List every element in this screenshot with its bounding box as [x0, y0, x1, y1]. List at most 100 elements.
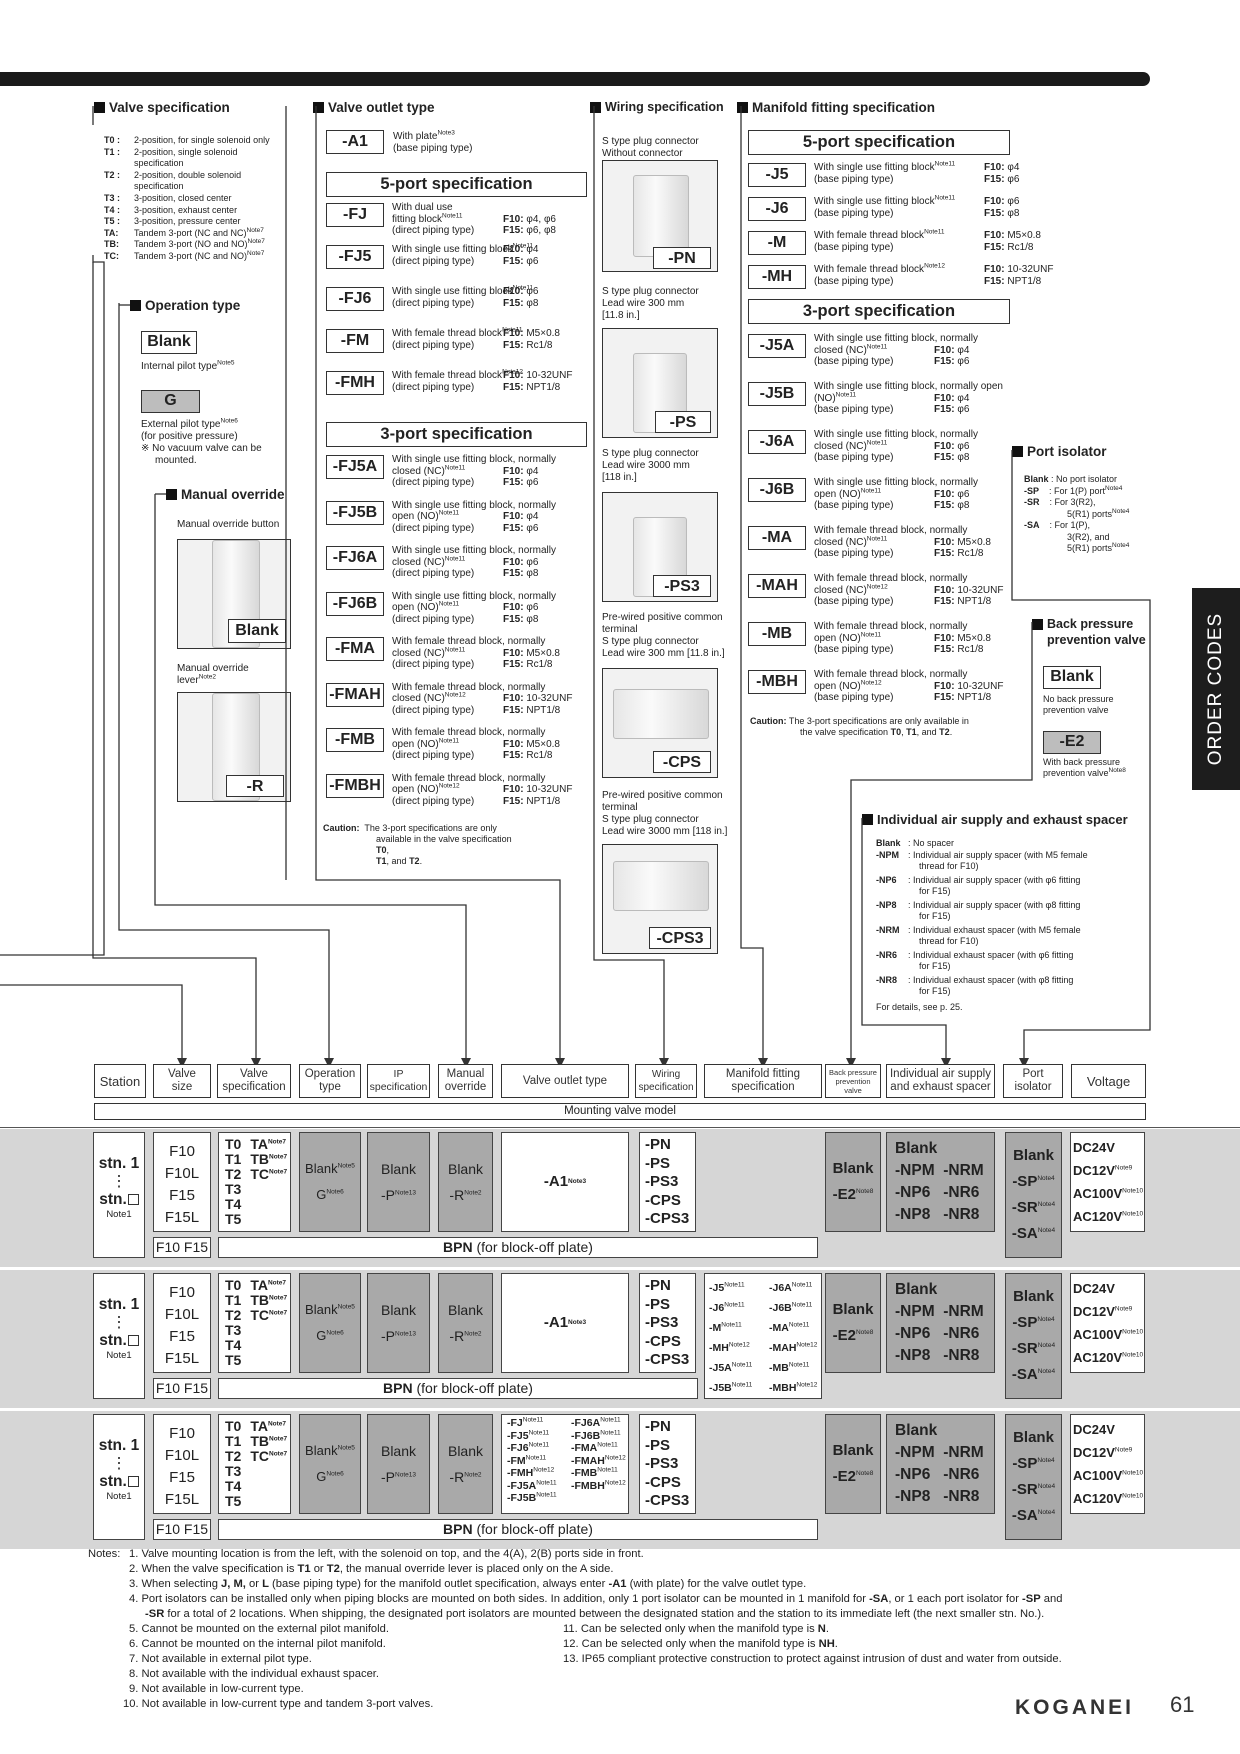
code-desc: With female thread blockNote12(direct pi…	[392, 368, 524, 393]
valve-spec-item: TC:Tandem 3-port (NC and NO)Note7	[104, 250, 265, 261]
square-bullet-icon	[130, 300, 141, 311]
notes-block: Notes:1. Valve mounting location is from…	[88, 1548, 1063, 1710]
code-desc: With single use fitting blockNote11(dire…	[392, 242, 534, 267]
wiring-ps3-photo: -PS3	[602, 492, 718, 602]
koganei-logo: KOGANEI	[1015, 1696, 1135, 1719]
spacer-item: Blank: No spacer	[876, 838, 955, 848]
code-box: -MH	[748, 265, 806, 289]
code-desc: With female thread blockNote12(base pipi…	[814, 262, 946, 287]
outlet-5port-title: 5-port specification	[326, 172, 587, 197]
manual-blank-code: Blank	[228, 619, 286, 643]
manual-button-desc: Manual override button	[177, 519, 280, 530]
wiring-cps3-code: -CPS3	[649, 927, 711, 949]
wiring-ps-code: -PS	[655, 411, 711, 433]
code-desc: With single use fitting blockNote11(base…	[814, 194, 956, 219]
valve-spec-item: T2 :2-position, double solenoid	[104, 169, 242, 180]
outlet-a1-desc: With plateNote3(base piping type)	[393, 129, 473, 154]
code-box: -FMH	[326, 371, 384, 395]
code-box: -MAH	[748, 574, 806, 598]
wiring-cps-photo: -CPS	[602, 668, 718, 778]
manifold-fitting-heading: Manifold fitting specification	[737, 100, 935, 115]
wiring-ps3-code: -PS3	[653, 575, 711, 597]
outlet-cell: -FJNote11-FJ5Note11-FJ6Note11-FMNote11-F…	[501, 1414, 629, 1514]
back-pressure-cell: Blank-E2Note8	[825, 1132, 881, 1232]
ip-cell: Blank-PNote13	[367, 1414, 430, 1514]
wiring-pn-photo: -PN	[602, 160, 718, 272]
block-off-size-cell: F10 F15	[153, 1237, 211, 1258]
wiring-cell: -PN-PS-PS3-CPS-CPS3	[639, 1132, 696, 1232]
code-box: -FMA	[326, 637, 384, 661]
op-blank-code: Blank	[141, 331, 197, 354]
station-cell: stn. 1⋮stn.Note1	[93, 1273, 145, 1399]
square-bullet-icon	[94, 102, 105, 113]
isolator-cell: Blank-SPNote4-SRNote4-SANote4	[1005, 1132, 1062, 1258]
code-box: -M	[748, 231, 806, 255]
operation-type-heading: Operation type	[130, 298, 240, 313]
port-isolator-heading: Port isolator	[1012, 444, 1107, 459]
code-box: -FJ5	[326, 245, 384, 269]
valve-spec-heading: Valve specification	[94, 100, 230, 115]
code-box: -J6A	[748, 430, 806, 454]
code-box: -FMB	[326, 728, 384, 752]
square-bullet-icon	[590, 101, 601, 113]
manifold-image	[613, 861, 709, 911]
manifold-3port-title: 3-port specification	[748, 299, 1010, 324]
square-bullet-icon	[862, 814, 873, 825]
ip-cell: Blank-PNote13	[367, 1132, 430, 1232]
spacer-item: -NP8: Individual air supply spacer (with…	[876, 900, 1081, 921]
spacer-item: -NR8: Individual exhaust spacer (with φ8…	[876, 975, 1074, 996]
spacer-cell: Blank-NPM -NRM-NP6 -NR6-NP8 -NR8	[886, 1414, 995, 1514]
manual-cell: Blank-RNote2	[438, 1273, 493, 1373]
manual-override-heading: Manual override	[166, 487, 285, 502]
isolator-cell: Blank-SPNote4-SRNote4-SANote4	[1005, 1414, 1062, 1540]
code-box: -FJ	[326, 203, 384, 227]
code-box: -J5B	[748, 382, 806, 406]
back-pressure-cell: Blank-E2Note8	[825, 1273, 881, 1373]
code-box: -J5A	[748, 334, 806, 358]
port-isolator-list: Blank : No port isolator -SP : For 1(P) …	[1024, 474, 1130, 553]
valve-outlet-heading: Valve outlet type	[313, 100, 435, 115]
station-cell: stn. 1⋮stn.Note1	[93, 1414, 145, 1540]
col-voltage: Voltage	[1071, 1064, 1146, 1098]
valve-spec-item: T0 :2-position, for single solenoid only	[104, 135, 270, 145]
code-desc: With single use fitting blockNote11(base…	[814, 160, 956, 185]
bpn-cell: BPN (for block-off plate)	[218, 1378, 698, 1399]
valve-spec-item: TB:Tandem 3-port (NO and NO)Note7	[104, 238, 265, 250]
isolator-cell: Blank-SPNote4-SRNote4-SANote4	[1005, 1273, 1062, 1399]
wiring-cell: -PN-PS-PS3-CPS-CPS3	[639, 1273, 696, 1373]
code-box: -FMAH	[326, 682, 384, 707]
wiring-cps-code: -CPS	[653, 751, 711, 773]
code-box: -MBH	[748, 670, 806, 694]
